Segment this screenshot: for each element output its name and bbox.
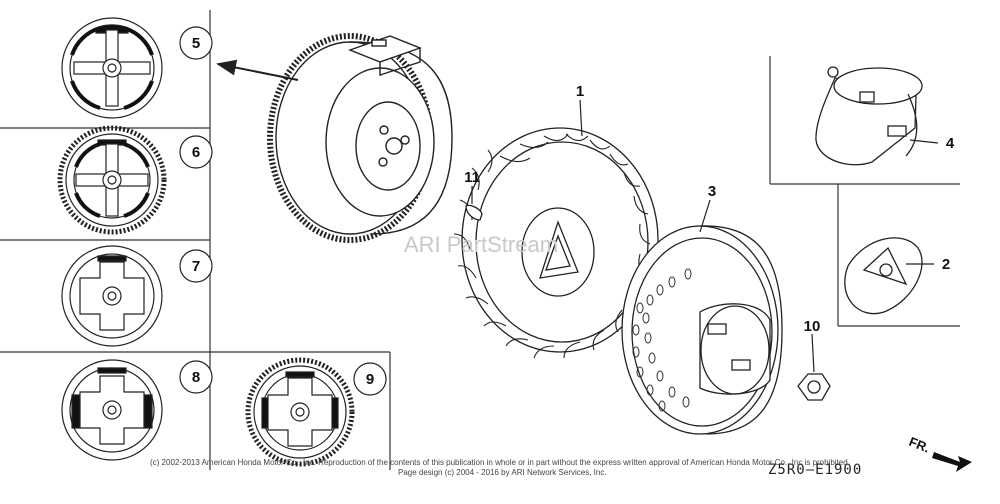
copyright-line: (c) 2002-2013 American Honda Motor Co., … [150,458,850,467]
starter-plate[interactable] [844,237,923,315]
woodruff-key[interactable] [465,204,483,221]
callout-10[interactable]: 10 [804,318,821,335]
page-design-line: Page design (c) 2004 - 2016 by ARI Netwo… [398,468,607,477]
reference-arrow [216,59,299,81]
variant-5-flywheel[interactable] [61,17,163,119]
flywheel-main[interactable] [267,33,453,243]
front-label: FR. [907,434,932,456]
flange-nut[interactable] [797,373,831,401]
callout-4[interactable]: 4 [946,135,955,152]
leader-lines [471,99,939,373]
front-arrow-icon [932,452,972,472]
watermark: ARI PartStream [404,232,559,257]
starter-pulley[interactable] [621,225,783,435]
front-direction-marker: FR. [907,434,972,472]
diagram-code: Z5R0—E1900 [768,462,863,478]
variant-9-flywheel-toothed[interactable] [245,357,355,467]
assembly-brackets [769,56,960,327]
callout-6[interactable]: 6 [192,144,200,161]
callout-1[interactable]: 1 [576,83,584,100]
callout-3[interactable]: 3 [708,183,716,200]
starter-cup[interactable] [815,66,923,166]
callout-2[interactable]: 2 [942,256,950,273]
callout-7[interactable]: 7 [192,258,200,275]
callout-9[interactable]: 9 [366,371,374,388]
callout-8[interactable]: 8 [192,369,200,386]
variant-panel-grid [0,10,391,470]
cooling-fan[interactable] [453,127,659,359]
callout-11[interactable]: 11 [464,169,480,186]
variant-7-flywheel[interactable] [61,245,163,347]
callout-5[interactable]: 5 [192,35,200,52]
variant-8-flywheel[interactable] [61,359,163,461]
variant-callouts [179,26,387,396]
variant-6-flywheel-toothed[interactable] [57,125,167,235]
